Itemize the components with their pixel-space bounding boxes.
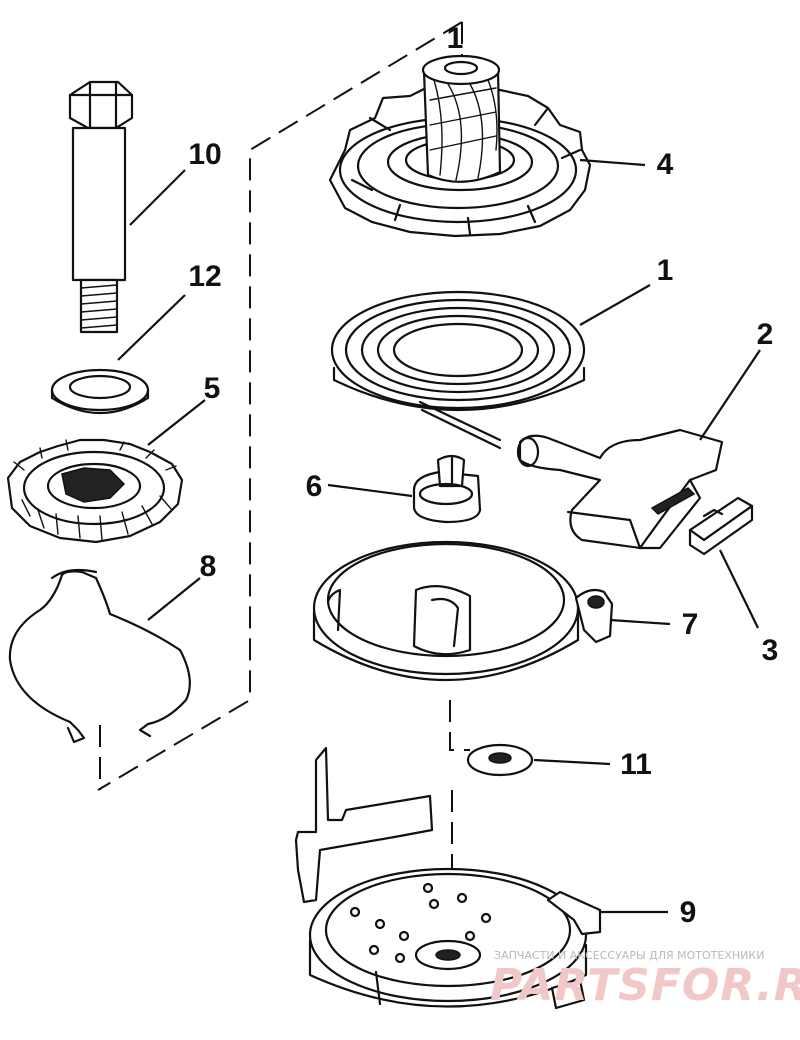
label-part-5: 5 <box>204 372 221 405</box>
part-spring-cup <box>312 540 614 682</box>
part-gear-plate <box>6 438 184 544</box>
part-washer-11 <box>466 743 534 777</box>
label-part-4: 4 <box>657 148 674 181</box>
part-pawl <box>412 454 482 524</box>
label-part-3: 3 <box>762 634 779 667</box>
leader-lines <box>117 158 761 914</box>
label-part-6: 6 <box>306 470 323 503</box>
label-part-1-top: 1 <box>447 22 464 55</box>
watermark: ЗАПЧАСТИ И АКСЕССУАРЫ ДЛЯ МОТОТЕХНИКИ PA… <box>490 949 800 1011</box>
part-spring-clip <box>8 568 191 744</box>
label-part-8: 8 <box>200 550 217 583</box>
part-housing <box>294 746 602 1010</box>
label-part-7: 7 <box>682 608 699 641</box>
part-starter-handle <box>516 428 724 550</box>
part-number-labels: 1 4 10 1 2 12 5 6 3 8 7 11 9 <box>188 22 778 929</box>
label-part-1: 1 <box>657 254 674 287</box>
watermark-caption: ЗАПЧАСТИ И АКСЕССУАРЫ ДЛЯ МОТОТЕХНИКИ <box>494 949 764 962</box>
label-part-11: 11 <box>620 748 652 781</box>
label-part-10: 10 <box>188 138 221 171</box>
part-washer-12 <box>50 368 150 414</box>
label-part-12: 12 <box>188 260 221 293</box>
label-part-9: 9 <box>680 896 697 929</box>
part-pulley-drive <box>328 54 592 238</box>
part-recoil-spring <box>330 290 586 450</box>
label-part-2: 2 <box>757 318 774 351</box>
part-handle-insert <box>688 496 754 556</box>
watermark-site: PARTSFOR.RU <box>490 960 800 1011</box>
part-bolt <box>68 80 134 334</box>
